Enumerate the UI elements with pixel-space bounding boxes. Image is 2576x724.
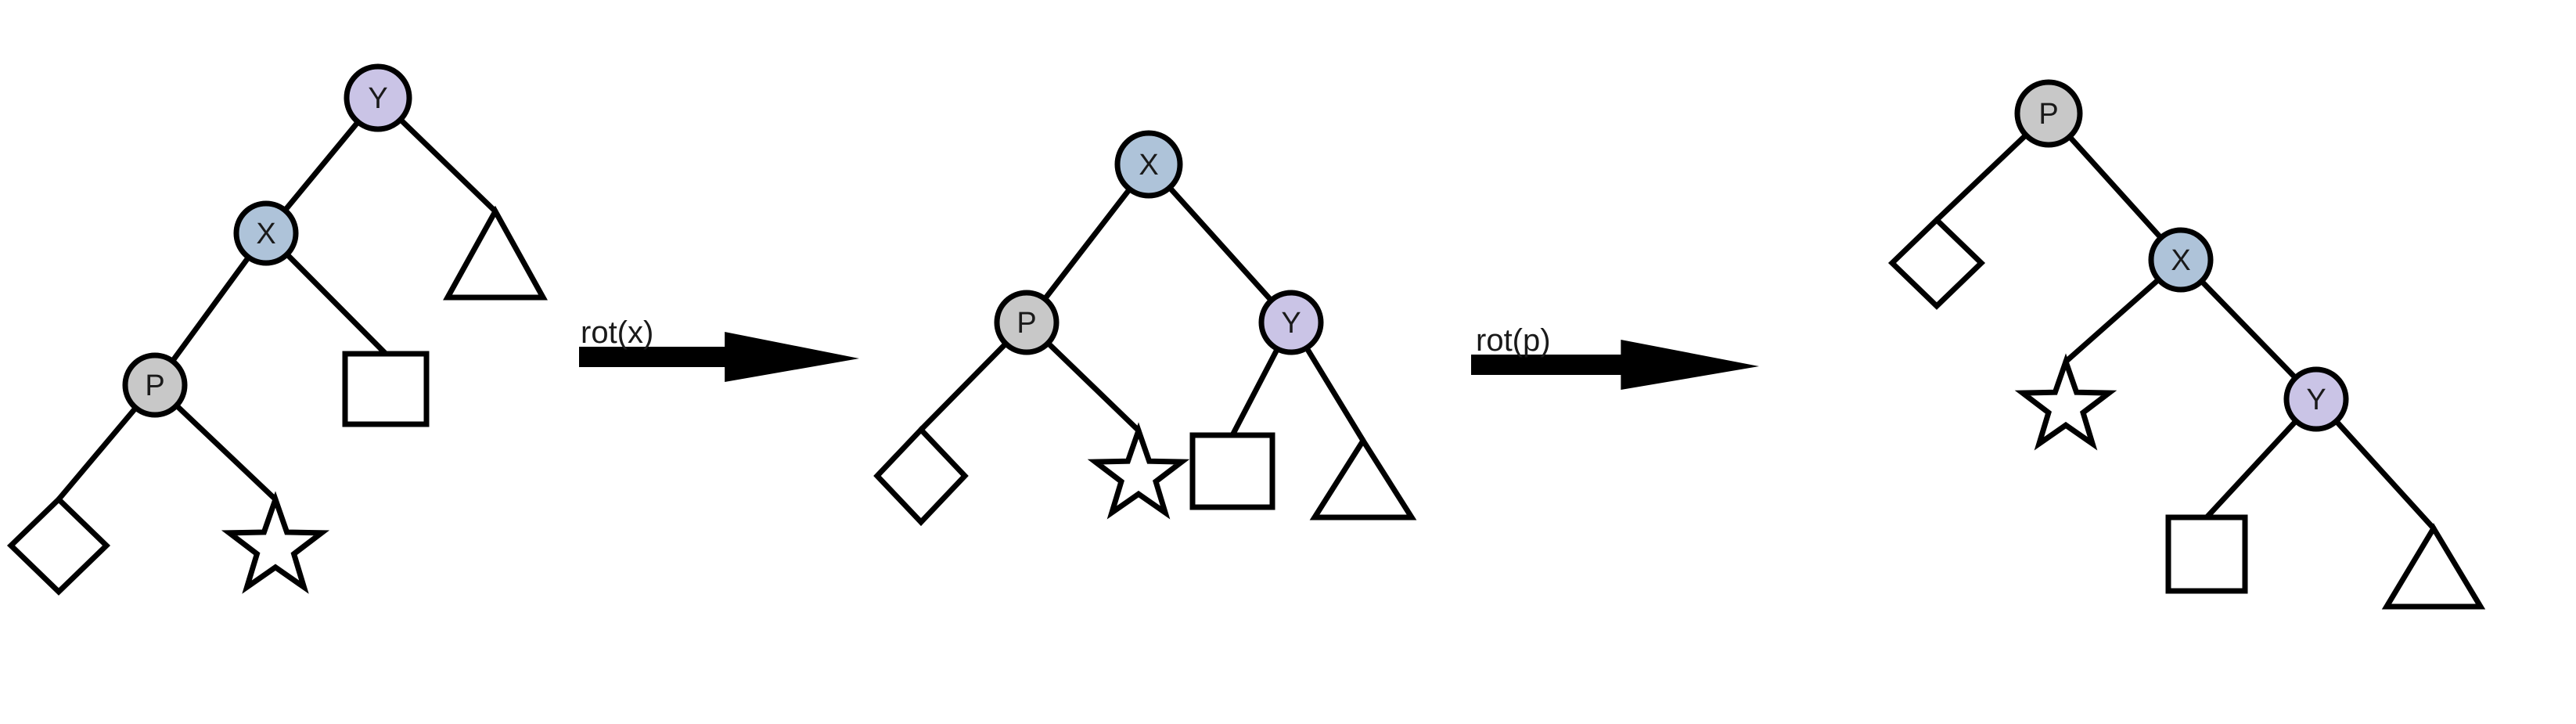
star-subtree-icon — [1087, 422, 1190, 520]
tree-edge — [1229, 344, 1281, 438]
tree-node-x[interactable]: X — [1114, 130, 1183, 199]
tree-edge — [2332, 417, 2437, 531]
tree-edge — [1165, 183, 1275, 304]
diamond-subtree-icon — [1887, 216, 1986, 310]
tree-node-x[interactable]: X — [233, 200, 299, 266]
transition-rot-p: rot(p) — [1471, 323, 1759, 390]
square-subtree-icon — [1189, 432, 1275, 510]
square-subtree-icon — [2165, 514, 2248, 594]
tree-node-y[interactable]: Y — [2283, 366, 2349, 432]
tree-edge — [2204, 416, 2301, 520]
tree-edge — [56, 404, 140, 502]
node-label: Y — [1281, 307, 1301, 340]
tree-node-x[interactable]: X — [2148, 227, 2214, 293]
transition-label: rot(x) — [581, 315, 653, 350]
node-label: X — [2171, 244, 2190, 277]
leaves-layer — [6, 205, 2486, 610]
tree-node-p[interactable]: P — [994, 290, 1060, 355]
tree-edge — [282, 250, 389, 357]
nodes-layer: Y X P X P Y P X Y — [122, 63, 2349, 432]
node-circle — [344, 63, 412, 132]
tree-edge — [1044, 339, 1142, 434]
node-label: P — [1016, 307, 1036, 340]
tree-node-y[interactable]: Y — [1258, 290, 1324, 355]
tree-edge — [2065, 132, 2165, 242]
tree-edge — [918, 340, 1010, 433]
tree-edge — [2063, 276, 2163, 365]
triangle-subtree-icon — [1309, 435, 1417, 520]
node-label: P — [2038, 98, 2058, 131]
tree-edge — [1934, 131, 2030, 223]
node-circle — [233, 200, 299, 266]
tree-edge — [1041, 185, 1134, 304]
node-circle — [2014, 79, 2083, 148]
arrows-layer: rot(x) rot(p) — [579, 315, 1759, 390]
node-label: P — [145, 369, 164, 402]
triangle-subtree-icon — [443, 205, 548, 301]
node-label: Y — [2306, 384, 2326, 416]
triangle-subtree-icon — [2381, 523, 2486, 610]
tree-edge — [281, 117, 362, 214]
tree-edge — [172, 402, 279, 502]
tree-edge — [396, 115, 498, 214]
node-circle — [994, 290, 1060, 355]
transition-arrow-icon — [1471, 340, 1759, 390]
transition-label: rot(p) — [1476, 323, 1551, 358]
node-circle — [2283, 366, 2349, 432]
tree-node-p[interactable]: P — [122, 352, 188, 418]
node-label: X — [1139, 149, 1158, 182]
tree-node-y[interactable]: Y — [344, 63, 412, 132]
square-subtree-icon — [342, 351, 430, 427]
node-circle — [122, 352, 188, 418]
node-circle — [1114, 130, 1183, 199]
tree-edge — [1303, 344, 1366, 444]
tree-edge — [168, 253, 253, 366]
tree-edge — [2197, 277, 2300, 382]
diamond-subtree-icon — [873, 425, 969, 527]
node-label: X — [256, 218, 275, 250]
star-subtree-icon — [2014, 353, 2117, 451]
transition-rot-x: rot(x) — [579, 315, 859, 382]
star-subtree-icon — [221, 491, 330, 594]
tree-node-p[interactable]: P — [2014, 79, 2083, 148]
diamond-subtree-icon — [6, 495, 111, 596]
node-circle — [1258, 290, 1324, 355]
edges-layer — [56, 115, 2437, 531]
node-circle — [2148, 227, 2214, 293]
transition-arrow-icon — [579, 332, 859, 382]
node-label: Y — [368, 82, 387, 115]
